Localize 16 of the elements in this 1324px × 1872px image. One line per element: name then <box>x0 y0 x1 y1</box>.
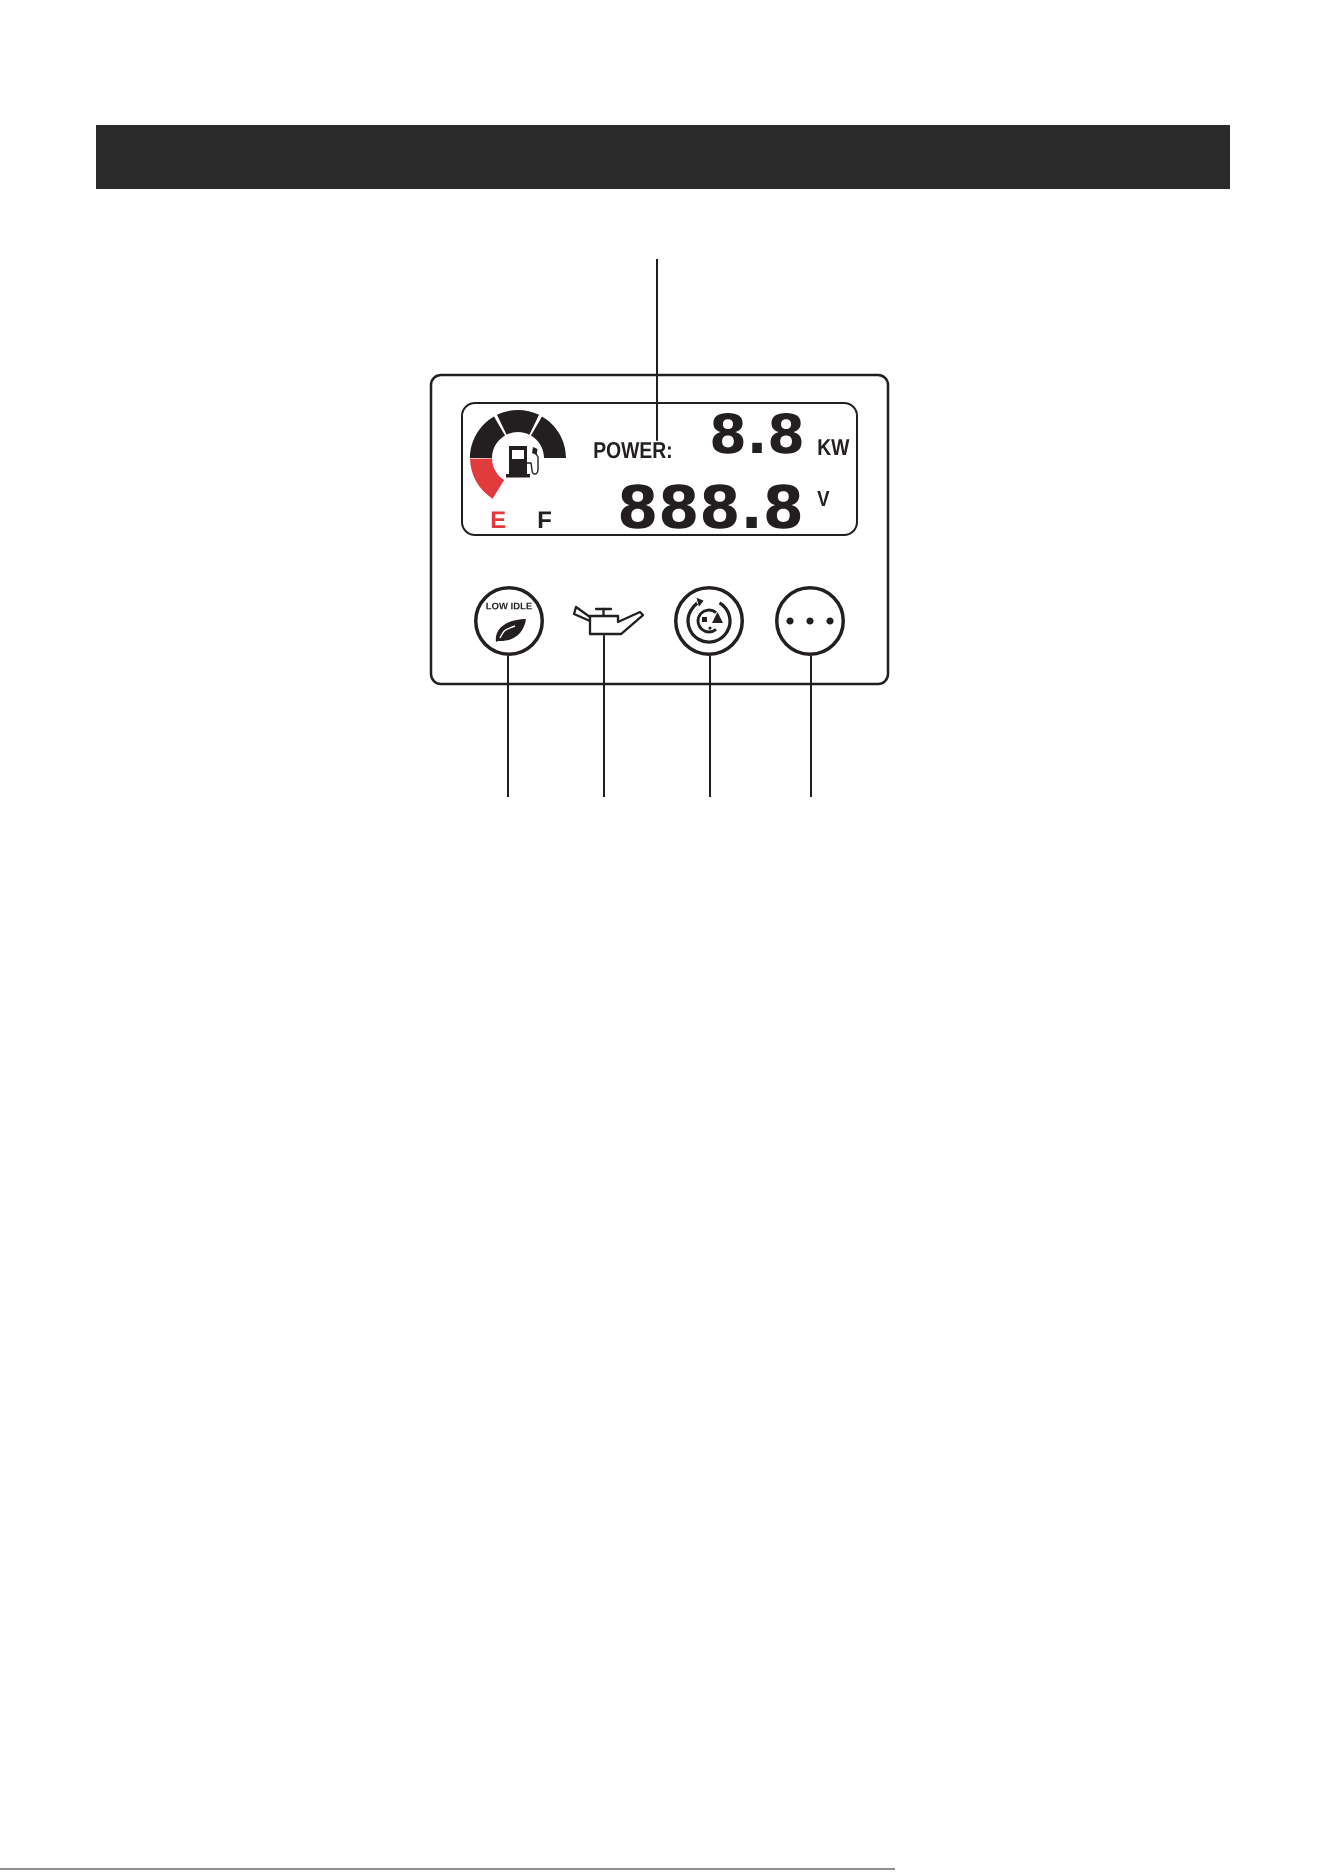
leader-line <box>603 634 605 798</box>
leader-line <box>709 655 711 798</box>
digit-readout: 888.8 <box>620 484 801 529</box>
round-button: LOW IDLE <box>474 586 544 656</box>
unit-label: KW <box>818 439 850 455</box>
leader-line <box>656 258 658 442</box>
gauge-label: E <box>491 511 506 528</box>
gauge-label: F <box>538 511 551 528</box>
leader-line <box>507 655 509 798</box>
oil-can-icon <box>572 605 645 636</box>
unit-label: V <box>817 490 830 506</box>
leader-line <box>810 655 812 798</box>
display-screen <box>461 402 858 536</box>
readout-label: POWER: <box>594 441 671 459</box>
digit-readout: 8.8 <box>712 412 802 454</box>
control-panel <box>429 373 890 686</box>
